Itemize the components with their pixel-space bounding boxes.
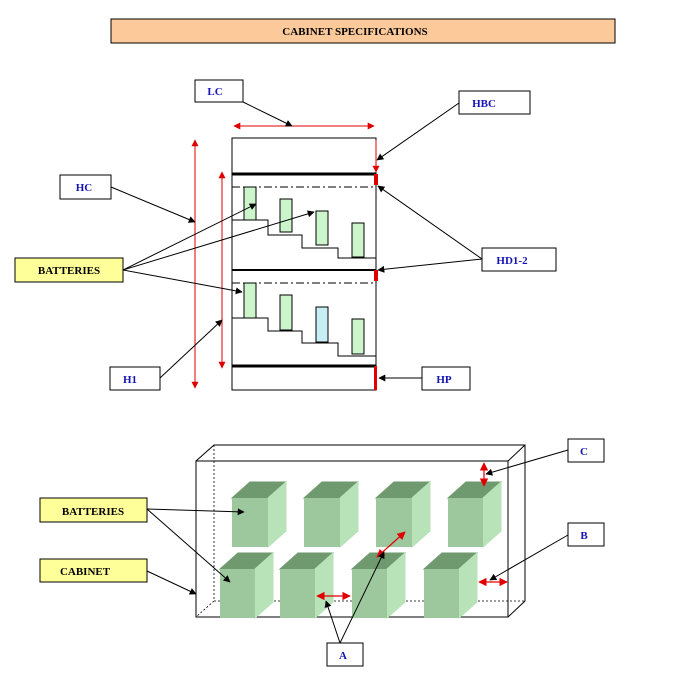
- cabinet-3d-view: [195, 444, 526, 620]
- leader-b: [489, 534, 569, 581]
- leader-hc: [110, 186, 196, 223]
- svg-text:LC: LC: [207, 86, 222, 98]
- battery: [279, 294, 293, 331]
- leader-cabinet: [146, 570, 197, 595]
- leader-hd1: [377, 185, 483, 260]
- battery-row-upper: [232, 186, 376, 259]
- label-hc: HC: [59, 174, 112, 200]
- marker-hd1: [374, 174, 378, 185]
- leader-hd2: [377, 258, 483, 273]
- leader-h1: [159, 319, 223, 379]
- label-h1: H1: [109, 366, 161, 391]
- leader-batteries-1: [122, 203, 257, 271]
- battery: [243, 186, 257, 221]
- marker-hd2: [374, 270, 378, 281]
- leader-batteries-3: [122, 269, 243, 295]
- svg-text:BATTERIES: BATTERIES: [38, 265, 100, 277]
- label-hd12: HD1-2: [481, 247, 557, 272]
- svg-text:H1: H1: [123, 374, 137, 386]
- label-c: C: [567, 438, 605, 463]
- battery-cube: [278, 551, 335, 620]
- battery: [315, 306, 329, 343]
- leader-a-1: [324, 600, 341, 644]
- battery-cube: [422, 551, 479, 620]
- battery-cube: [302, 480, 360, 549]
- page-title: CABINET SPECIFICATIONS: [282, 26, 427, 38]
- label-b: B: [567, 522, 605, 547]
- leader-lc: [242, 101, 293, 127]
- svg-text:CABINET: CABINET: [60, 566, 111, 578]
- svg-text:HBC: HBC: [472, 98, 496, 110]
- svg-text:HP: HP: [436, 374, 452, 386]
- label-hbc: HBC: [458, 90, 531, 115]
- label-a: A: [326, 642, 364, 667]
- leader-a-2: [339, 551, 385, 644]
- battery-row-lower: [232, 282, 376, 357]
- title-bar: CABINET SPECIFICATIONS: [110, 18, 616, 44]
- svg-text:BATTERIES: BATTERIES: [62, 506, 124, 518]
- label-batteries-top: BATTERIES: [14, 257, 124, 283]
- battery: [243, 282, 257, 319]
- svg-text:HD1-2: HD1-2: [496, 255, 528, 267]
- battery: [279, 198, 293, 233]
- cabinet-side-view: [191, 122, 380, 391]
- battery: [315, 210, 329, 246]
- svg-text:A: A: [339, 650, 347, 662]
- battery-cube: [374, 480, 432, 549]
- battery-cube: [230, 480, 288, 549]
- marker-hp: [374, 366, 377, 390]
- battery-cube: [446, 480, 503, 549]
- svg-text:HC: HC: [76, 182, 93, 194]
- battery: [351, 222, 365, 258]
- label-cabinet: CABINET: [39, 558, 148, 583]
- battery-cube: [218, 551, 275, 620]
- leader-batteries-b2: [146, 508, 231, 583]
- leader-c: [485, 449, 569, 476]
- battery: [351, 318, 365, 355]
- label-lc: LC: [194, 79, 244, 103]
- label-batteries-bottom: BATTERIES: [39, 497, 148, 523]
- leader-batteries-b1: [146, 508, 245, 516]
- svg-text:C: C: [580, 446, 588, 458]
- leader-hbc: [376, 102, 460, 161]
- svg-text:B: B: [580, 530, 588, 542]
- leader-batteries-2: [122, 210, 315, 271]
- label-hp: HP: [421, 366, 471, 391]
